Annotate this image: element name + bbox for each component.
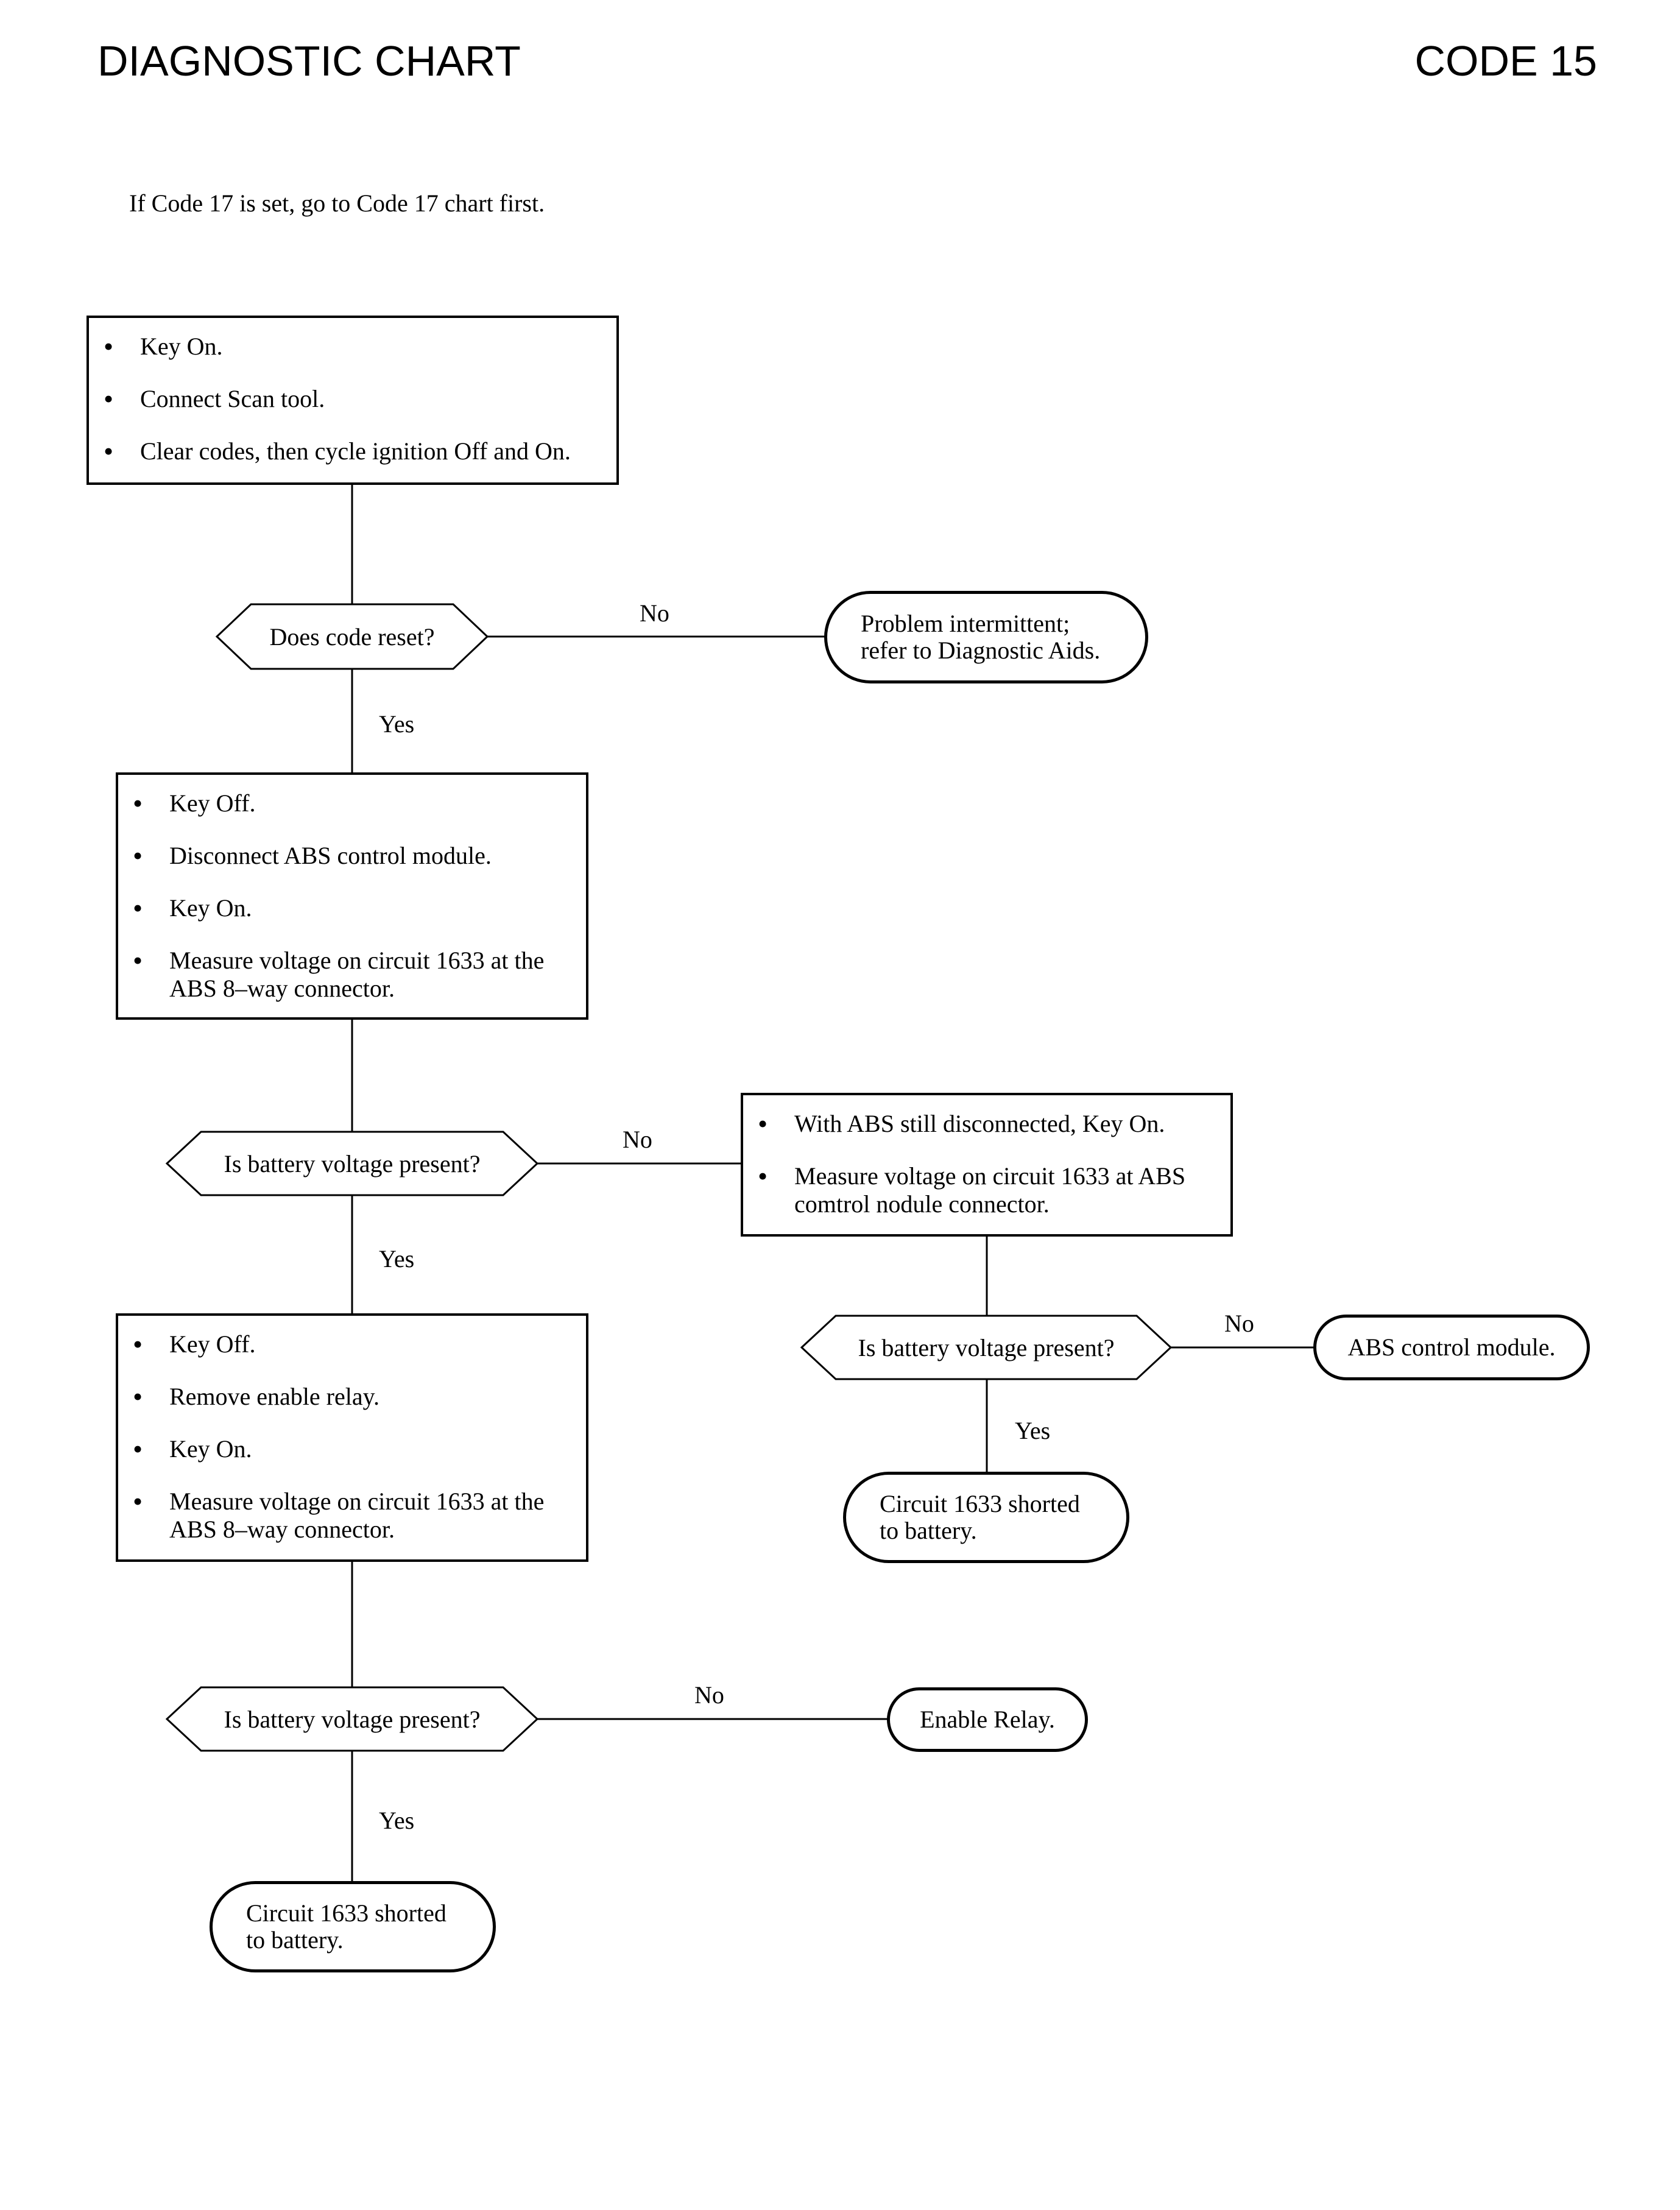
decision-label: Is battery voltage present?	[858, 1333, 1115, 1361]
terminal-circuit-shorted-bottom: Circuit 1633 shorted to battery.	[210, 1881, 496, 1972]
label-yes: Yes	[1015, 1417, 1051, 1444]
code-number: CODE 15	[1414, 37, 1597, 85]
terminal-text-line: to battery.	[246, 1926, 344, 1954]
decision-shape	[215, 603, 489, 670]
step-box-start: Key On. Connect Scan tool. Clear codes, …	[86, 316, 619, 485]
decision-label: Is battery voltage present?	[224, 1149, 481, 1177]
step-box-disconnect-abs: Key Off. Disconnect ABS control module. …	[116, 772, 588, 1020]
decision-battery-voltage-3: Is battery voltage present?	[165, 1686, 539, 1752]
terminal-enable-relay: Enable Relay.	[887, 1687, 1088, 1752]
terminal-problem-intermittent: Problem intermittent; refer to Diagnosti…	[824, 591, 1148, 683]
step-item: With ABS still disconnected, Key On.	[743, 1110, 1218, 1138]
decision-battery-voltage-2: Is battery voltage present?	[800, 1315, 1173, 1380]
label-yes: Yes	[379, 1245, 415, 1273]
terminal-text-line: to battery.	[880, 1517, 977, 1544]
step-item: Key On.	[118, 894, 574, 922]
step-box-remove-relay: Key Off. Remove enable relay. Key On. Me…	[116, 1313, 588, 1562]
step-item: Key Off.	[118, 789, 574, 817]
decision-shape	[800, 1315, 1173, 1380]
label-yes: Yes	[379, 710, 415, 738]
terminal-text-line: Circuit 1633 shorted	[880, 1490, 1080, 1517]
step-item: Measure voltage on circuit 1633 at the A…	[118, 1488, 574, 1544]
label-yes: Yes	[379, 1807, 415, 1834]
label-no: No	[694, 1681, 724, 1709]
step-item: Disconnect ABS control module.	[118, 842, 574, 870]
step-box-abs-disconnected: With ABS still disconnected, Key On. Mea…	[741, 1093, 1233, 1237]
step-item: Remove enable relay.	[118, 1383, 574, 1411]
step-item: Measure voltage on circuit 1633 at ABS c…	[743, 1162, 1218, 1218]
decision-shape	[165, 1131, 539, 1196]
step-item: Measure voltage on circuit 1633 at the A…	[118, 947, 574, 1003]
terminal-text-line: Problem intermittent;	[861, 610, 1070, 637]
chart-title: DIAGNOSTIC CHART	[97, 37, 521, 85]
label-no: No	[623, 1126, 652, 1153]
terminal-abs-control-module: ABS control module.	[1313, 1315, 1590, 1380]
step-item: Key On.	[89, 333, 604, 361]
terminal-text-line: Enable Relay.	[920, 1706, 1055, 1733]
terminal-text-line: Circuit 1633 shorted	[246, 1899, 446, 1927]
terminal-text-line: refer to Diagnostic Aids.	[861, 637, 1101, 664]
prerequisite-note: If Code 17 is set, go to Code 17 chart f…	[129, 189, 545, 217]
decision-battery-voltage-1: Is battery voltage present?	[165, 1131, 539, 1196]
step-item: Clear codes, then cycle ignition Off and…	[89, 437, 604, 465]
decision-label: Does code reset?	[269, 623, 435, 651]
step-item: Key Off.	[118, 1330, 574, 1358]
terminal-circuit-shorted-right: Circuit 1633 shorted to battery.	[843, 1472, 1129, 1563]
label-no: No	[1224, 1310, 1254, 1337]
step-item: Connect Scan tool.	[89, 385, 604, 413]
label-no: No	[640, 599, 669, 627]
step-item: Key On.	[118, 1435, 574, 1463]
terminal-text-line: ABS control module.	[1347, 1333, 1556, 1361]
decision-label: Is battery voltage present?	[224, 1705, 481, 1733]
decision-shape	[165, 1686, 539, 1752]
decision-code-reset: Does code reset?	[215, 603, 489, 670]
